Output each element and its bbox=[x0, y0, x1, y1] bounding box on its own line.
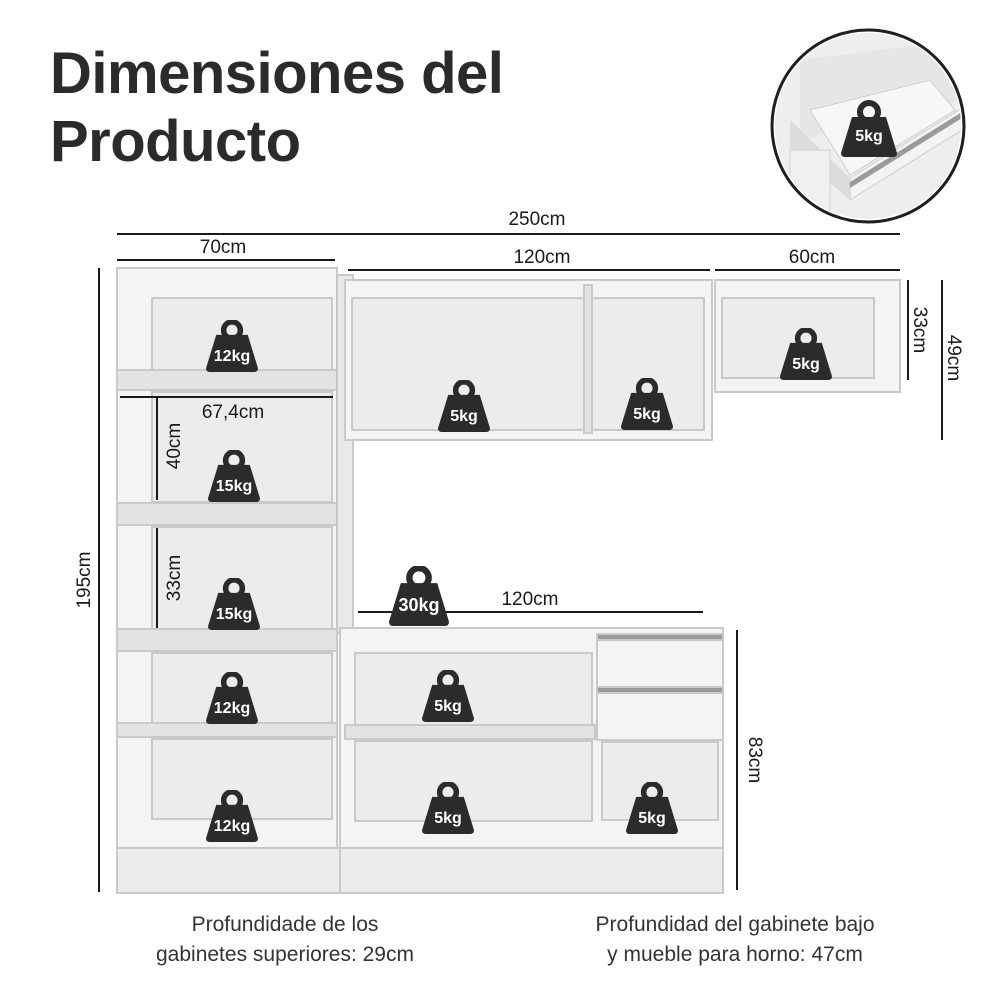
weight-icon-upper-left: 5kg bbox=[438, 382, 490, 432]
weight-icon-base-right: 5kg bbox=[626, 784, 678, 834]
weight-label: 15kg bbox=[216, 478, 252, 495]
base-depth-note: Profundidad del gabinete bajo y mueble p… bbox=[555, 910, 915, 970]
weight-icon-tower-shelf-2: 15kg bbox=[208, 580, 260, 630]
dim-tower-shelf-gap-top: 40cm bbox=[164, 423, 185, 469]
dim-total-height: 195cm bbox=[74, 551, 95, 608]
dim-upper-right-width: 60cm bbox=[789, 247, 835, 268]
dim-counter-width: 120cm bbox=[501, 589, 558, 610]
weight-label: 12kg bbox=[214, 700, 250, 717]
dim-base-height: 83cm bbox=[744, 737, 765, 783]
upper-depth-note-line-1: Profundidade de los bbox=[191, 913, 379, 936]
base-depth-note-line-1: Profundidad del gabinete bajo bbox=[595, 913, 875, 936]
title-line-2: Producto bbox=[50, 109, 301, 174]
weight-label: 5kg bbox=[450, 408, 478, 425]
weight-icon-upper-mid: 5kg bbox=[621, 380, 673, 430]
weight-label: 5kg bbox=[434, 698, 462, 715]
weight-icon-base-lower: 5kg bbox=[422, 784, 474, 834]
weight-icon-tower-top: 12kg bbox=[206, 322, 258, 372]
title-line-1: Dimensiones del bbox=[50, 41, 504, 106]
weight-label: 5kg bbox=[633, 406, 661, 423]
dim-upper-right-height: 49cm bbox=[943, 335, 964, 381]
weight-icon-drawer: 5kg bbox=[841, 103, 897, 157]
weight-label: 12kg bbox=[214, 818, 250, 835]
weight-label: 5kg bbox=[792, 356, 820, 373]
weight-icon-counter-top: 30kg bbox=[389, 568, 449, 626]
dim-upper-right-inner-height: 33cm bbox=[909, 307, 930, 353]
weight-icon-upper-right: 5kg bbox=[780, 330, 832, 380]
weight-icon-base-upper: 5kg bbox=[422, 672, 474, 722]
weight-icon-tower-shelf-1: 15kg bbox=[208, 452, 260, 502]
dimension-lines bbox=[98, 233, 943, 892]
upper-depth-note: Profundidade de los gabinetes superiores… bbox=[110, 910, 460, 970]
weight-icon-tower-lower-1: 12kg bbox=[206, 674, 258, 724]
weight-label: 5kg bbox=[638, 810, 666, 827]
weight-icon-tower-lower-2: 12kg bbox=[206, 792, 258, 842]
weight-label: 5kg bbox=[434, 810, 462, 827]
dim-tower-inner-width: 67,4cm bbox=[202, 402, 264, 423]
weight-label: 30kg bbox=[398, 595, 439, 615]
base-depth-note-line-2: y mueble para horno: 47cm bbox=[607, 943, 863, 966]
dim-tower-shelf-gap-mid: 33cm bbox=[164, 555, 185, 601]
weight-label: 5kg bbox=[855, 128, 883, 145]
dim-total-width: 250cm bbox=[508, 209, 565, 230]
weight-label: 12kg bbox=[214, 348, 250, 365]
dim-tower-width: 70cm bbox=[200, 237, 246, 258]
page-title: Dimensiones del Producto bbox=[50, 40, 504, 176]
dim-upper-middle-width: 120cm bbox=[513, 247, 570, 268]
weight-label: 15kg bbox=[216, 606, 252, 623]
upper-depth-note-line-2: gabinetes superiores: 29cm bbox=[156, 943, 414, 966]
